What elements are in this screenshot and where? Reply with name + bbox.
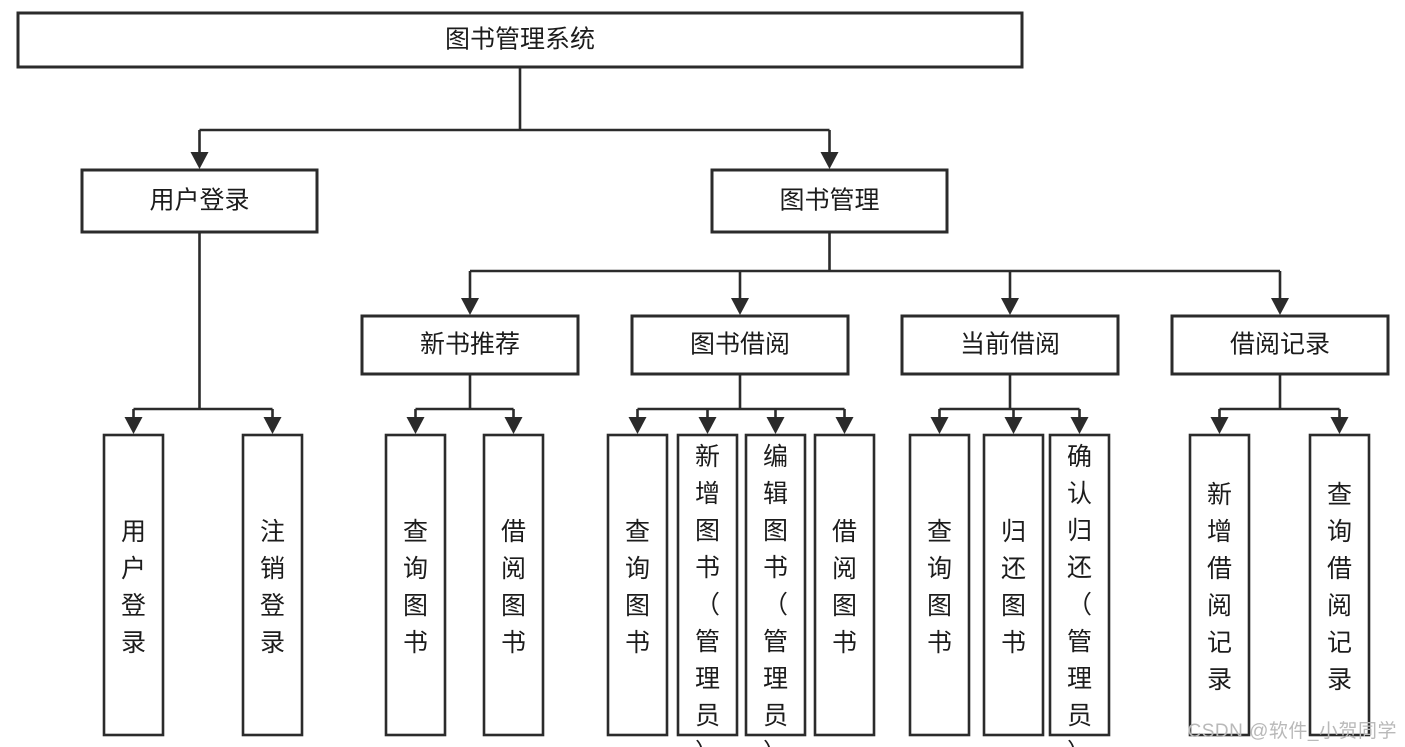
- node-label: 查询图书: [625, 518, 650, 657]
- arrow-head: [406, 417, 425, 434]
- connector-layer: [124, 67, 1349, 434]
- node-leaf-query-book-2[interactable]: 查询图书: [606, 433, 669, 737]
- node-rect: [710, 168, 949, 234]
- arrow-head: [835, 417, 854, 434]
- node-leaf-add-book[interactable]: 新增图书（管理员）: [676, 433, 739, 747]
- node-leaf-add-record[interactable]: 新增借阅记录: [1188, 433, 1251, 737]
- arrow-head: [820, 152, 839, 169]
- node-label: 借阅图书: [501, 518, 526, 657]
- node-root[interactable]: 图书管理系统: [16, 11, 1024, 69]
- arrow-head: [731, 298, 749, 315]
- node-label: 用户登录: [149, 187, 249, 215]
- node-label: 注销登录: [260, 518, 285, 657]
- node-new-book-recommend[interactable]: 新书推荐: [360, 314, 580, 376]
- node-current-borrow[interactable]: 当前借阅: [900, 314, 1120, 376]
- node-leaf-edit-book[interactable]: 编辑图书（管理员）: [744, 433, 807, 747]
- node-label: 确认归还（管理员）: [1067, 443, 1092, 747]
- node-borrow-record[interactable]: 借阅记录: [1170, 314, 1390, 376]
- node-rect: [1188, 433, 1251, 737]
- node-leaf-confirm-return[interactable]: 确认归还（管理员）: [1048, 433, 1111, 747]
- node-rect: [1170, 314, 1390, 376]
- node-label: 查询图书: [403, 518, 428, 657]
- node-rect: [241, 433, 304, 737]
- node-rect: [482, 433, 545, 737]
- node-rect: [813, 433, 876, 737]
- node-rect: [900, 314, 1120, 376]
- arrow-head: [1001, 298, 1019, 315]
- node-rect: [1308, 433, 1371, 737]
- node-rect: [16, 11, 1024, 69]
- node-book-manage[interactable]: 图书管理: [710, 168, 949, 234]
- node-label: 图书管理系统: [445, 26, 595, 54]
- node-label: 查询借阅记录: [1327, 481, 1352, 694]
- arrow-head: [190, 152, 209, 169]
- arrow-head: [628, 417, 647, 434]
- node-rect: [676, 433, 739, 737]
- node-leaf-user-login[interactable]: 用户登录: [102, 433, 165, 737]
- arrow-head: [504, 417, 523, 434]
- node-rect: [744, 433, 807, 737]
- arrow-head: [1070, 417, 1089, 434]
- arrow-head: [124, 417, 143, 434]
- node-label: 用户登录: [121, 518, 146, 657]
- arrow-head: [766, 417, 785, 434]
- node-label: 归还图书: [1001, 518, 1026, 657]
- arrow-head: [1330, 417, 1349, 434]
- arrow-head: [461, 298, 479, 315]
- node-label: 编辑图书（管理员）: [763, 443, 788, 747]
- watermark-label: CSDN @软件_小贺同学: [1187, 721, 1397, 742]
- node-label: 新增借阅记录: [1207, 481, 1232, 694]
- node-rect: [908, 433, 971, 737]
- node-label: 新书推荐: [420, 331, 520, 359]
- node-leaf-logout[interactable]: 注销登录: [241, 433, 304, 737]
- arrow-head: [698, 417, 717, 434]
- node-label: 图书借阅: [690, 331, 790, 359]
- node-leaf-query-book-1[interactable]: 查询图书: [384, 433, 447, 737]
- node-book-borrow[interactable]: 图书借阅: [630, 314, 850, 376]
- node-label: 查询图书: [927, 518, 952, 657]
- node-leaf-return-book[interactable]: 归还图书: [982, 433, 1045, 737]
- arrow-head: [1210, 417, 1229, 434]
- arrow-head: [930, 417, 949, 434]
- node-user-login[interactable]: 用户登录: [80, 168, 319, 234]
- node-rect: [360, 314, 580, 376]
- node-leaf-query-record[interactable]: 查询借阅记录: [1308, 433, 1371, 737]
- node-rect: [1048, 433, 1111, 737]
- arrow-head: [1004, 417, 1023, 434]
- node-label: 新增图书（管理员）: [695, 443, 720, 747]
- node-leaf-query-book-3[interactable]: 查询图书: [908, 433, 971, 737]
- node-rect: [630, 314, 850, 376]
- node-rect: [982, 433, 1045, 737]
- node-layer: 图书管理系统用户登录图书管理新书推荐图书借阅当前借阅借阅记录用户登录注销登录查询…: [16, 11, 1390, 747]
- node-leaf-borrow-book-2[interactable]: 借阅图书: [813, 433, 876, 737]
- arrow-head: [263, 417, 282, 434]
- node-label: 借阅图书: [832, 518, 857, 657]
- node-label: 借阅记录: [1230, 331, 1330, 359]
- node-leaf-borrow-book-1[interactable]: 借阅图书: [482, 433, 545, 737]
- node-label: 当前借阅: [960, 331, 1060, 359]
- node-rect: [80, 168, 319, 234]
- node-rect: [384, 433, 447, 737]
- node-rect: [606, 433, 669, 737]
- node-rect: [102, 433, 165, 737]
- node-label: 图书管理: [779, 187, 879, 215]
- arrow-head: [1271, 298, 1289, 315]
